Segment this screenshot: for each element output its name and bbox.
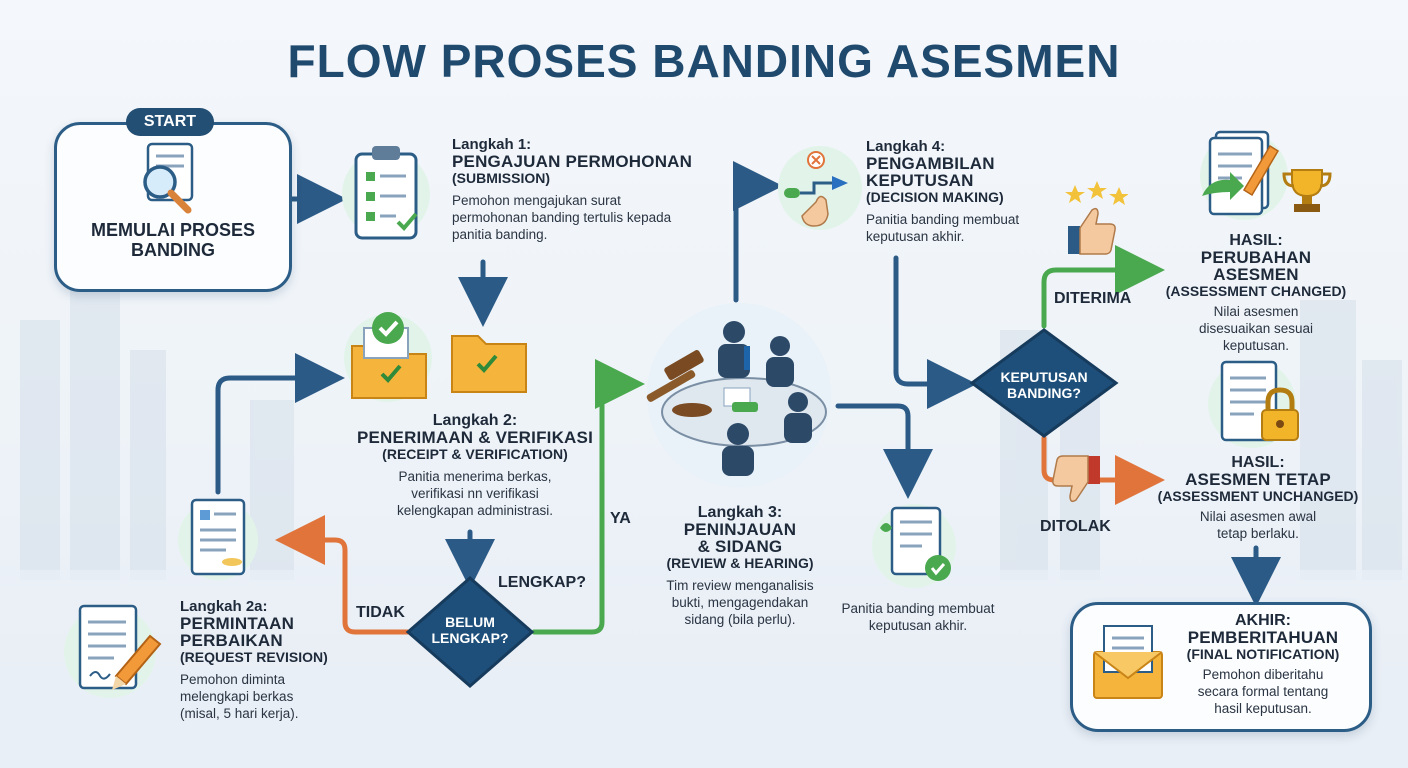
decision1-question: LENGKAP? — [498, 574, 586, 591]
step3-sub: (REVIEW & HEARING) — [666, 555, 814, 571]
end-label: AKHIR: — [1235, 612, 1291, 629]
step2a-desc: Pemohon diminta melengkapi berkas (misal… — [180, 672, 299, 721]
end-text: AKHIR: PEMBERITAHUAN (FINAL NOTIFICATION… — [1170, 612, 1356, 717]
step2a-text: Langkah 2a: PERMINTAAN PERBAIKAN (REQUES… — [180, 598, 360, 722]
step1-desc: Pemohon mengajukan surat permohonan band… — [452, 193, 672, 242]
result-changed-label: HASIL: — [1229, 232, 1283, 249]
decision-appeal-diamond — [969, 328, 1119, 438]
decision1-text: BELUM LENGKAP? — [420, 614, 520, 646]
decision2-rejected: DITOLAK — [1040, 518, 1111, 535]
decision-flow-icon — [778, 146, 862, 230]
result-unchanged-desc: Nilai asesmen awal tetap berlaku. — [1199, 509, 1317, 541]
result-changed-sub: (ASSESSMENT CHANGED) — [1165, 283, 1347, 299]
page-title: FLOW PROSES BANDING ASESMEN — [287, 35, 1121, 87]
end-desc: Pemohon diberitahu secara formal tentang… — [1197, 667, 1329, 716]
envelope-icon — [1093, 625, 1163, 699]
decision1-line2: LENGKAP? — [431, 630, 509, 646]
decision2-line2: BANDING? — [1007, 385, 1081, 401]
step4-text: Langkah 4: PENGAMBILAN KEPUTUSAN (DECISI… — [866, 138, 1066, 245]
step2-heading: PENERIMAAN & VERIFIKASI — [356, 428, 593, 447]
step4-heading-1: PENGAMBILAN — [866, 154, 995, 173]
lock-document-icon — [1208, 360, 1299, 448]
decision2-line1: KEPUTUSAN — [1000, 369, 1088, 385]
clipboard-checklist-icon — [342, 146, 430, 240]
decision-complete-diamond — [405, 576, 535, 688]
thumbs-up-icon — [1065, 181, 1128, 255]
end-heading: PEMBERITAHUAN — [1187, 628, 1339, 647]
gavel-meeting-icon — [646, 303, 831, 487]
step3-heading-2: & SIDANG — [697, 537, 783, 556]
trophy-icon — [1200, 130, 1332, 220]
step4-sub: (DECISION MAKING) — [866, 189, 1004, 205]
step4-label: Langkah 4: — [866, 138, 946, 155]
arrow-step3-to-note — [835, 403, 933, 499]
decision1-line1: BELUM — [445, 614, 495, 630]
arrow-step3-to-step4 — [733, 161, 783, 303]
step4-heading-2: KEPUTUSAN — [866, 171, 974, 190]
step3-desc: Tim review menganalisis bukti, mengagend… — [666, 578, 814, 627]
step1-text: Langkah 1: PENGAJUAN PERMOHONAN (SUBMISS… — [452, 136, 722, 243]
step2-desc: Panitia menerima berkas, verifikasi nn v… — [396, 469, 554, 518]
side-note-desc: Panitia banding membuat keputusan akhir. — [841, 601, 995, 633]
arrow-decision-no — [275, 515, 411, 635]
result-changed-heading-1: PERUBAHAN — [1200, 248, 1312, 267]
start-pill: START — [126, 108, 214, 136]
decision1-no: TIDAK — [356, 604, 405, 621]
result-unchanged-text: HASIL: ASESMEN TETAP (ASSESSMENT UNCHANG… — [1148, 454, 1368, 542]
arrow-step4-to-decision2 — [893, 255, 977, 409]
step2a-heading-2: PERBAIKAN — [180, 631, 283, 650]
request-document-icon — [178, 498, 258, 580]
decision2-text: KEPUTUSAN BANDING? — [988, 369, 1100, 401]
arrow-decision-yes — [531, 359, 645, 635]
step2a-sub: (REQUEST REVISION) — [180, 649, 328, 665]
step4-desc: Panitia banding membuat keputusan akhir. — [866, 212, 1020, 244]
step1-label: Langkah 1: — [452, 136, 532, 153]
step3-heading-1: PENINJAUAN — [683, 520, 797, 539]
step2a-label: Langkah 2a: — [180, 598, 268, 615]
result-changed-desc: Nilai asesmen disesuaikan sesuai keputus… — [1198, 304, 1314, 353]
step1-heading: PENGAJUAN PERMOHONAN — [452, 152, 693, 171]
step2-label: Langkah 2: — [432, 412, 518, 429]
result-unchanged-sub: (ASSESSMENT UNCHANGED) — [1157, 488, 1359, 504]
result-changed-text: HASIL: PERUBAHAN ASESMEN (ASSESSMENT CHA… — [1150, 232, 1362, 354]
step1-sub: (SUBMISSION) — [452, 170, 550, 186]
result-changed-heading-2: ASESMEN — [1213, 265, 1299, 284]
decision2-accepted: DITERIMA — [1054, 290, 1132, 307]
arrow-step2a-to-step2 — [215, 353, 345, 495]
result-unchanged-heading: ASESMEN TETAP — [1185, 470, 1331, 489]
search-document-icon — [143, 142, 194, 214]
side-note-text: Panitia banding membuat keputusan akhir. — [838, 600, 998, 634]
step3-label: Langkah 3: — [697, 504, 783, 521]
folder-check-icon — [344, 312, 527, 402]
result-unchanged-label: HASIL: — [1231, 454, 1285, 471]
approved-document-icon — [872, 504, 956, 588]
step2a-heading-1: PERMINTAAN — [180, 614, 295, 633]
pencil-document-icon — [64, 604, 162, 698]
step2-sub: (RECEIPT & VERIFICATION) — [382, 446, 568, 462]
start-label: MEMULAI PROSES BANDING — [90, 220, 255, 260]
thumbs-down-icon — [1052, 455, 1100, 503]
end-sub: (FINAL NOTIFICATION) — [1186, 646, 1340, 662]
step2-text: Langkah 2: PENERIMAAN & VERIFIKASI (RECE… — [330, 412, 620, 519]
arrow-accepted — [1041, 245, 1165, 329]
step3-text: Langkah 3: PENINJAUAN & SIDANG (REVIEW &… — [640, 504, 840, 628]
decision1-yes: YA — [610, 510, 631, 527]
